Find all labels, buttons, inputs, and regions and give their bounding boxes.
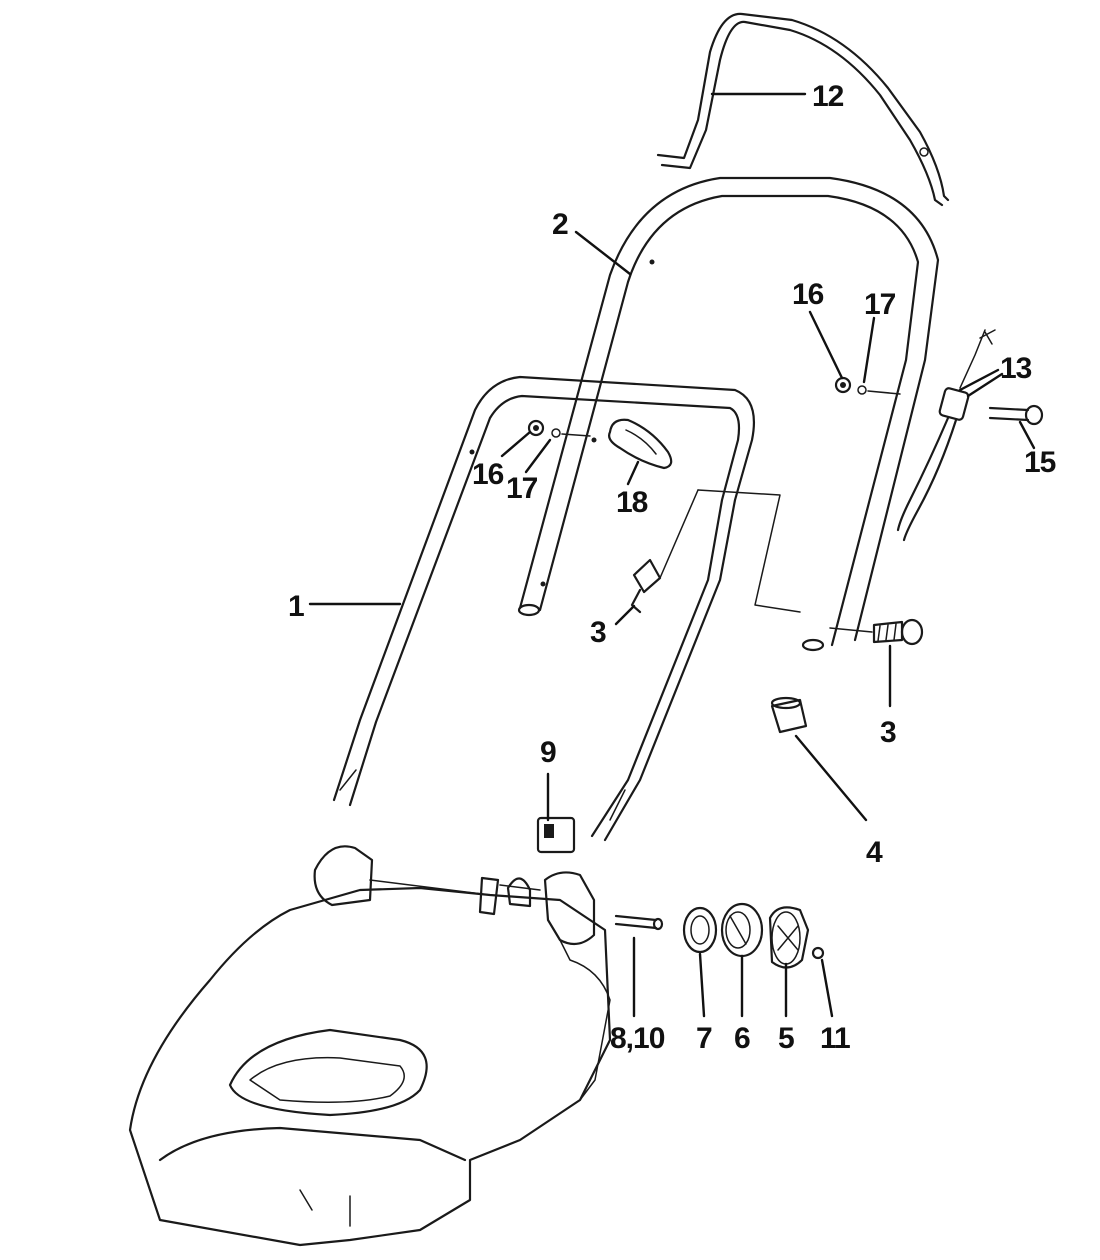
leader-lines bbox=[308, 92, 1036, 1018]
handle-sleeve-part bbox=[770, 696, 808, 734]
handle-knob-right-part bbox=[829, 618, 924, 646]
callout-16-right: 16 bbox=[792, 278, 824, 311]
axle-clip-part bbox=[536, 816, 576, 854]
callout-labels: 12 2 16 17 13 15 16 17 18 1 3 3 9 4 8,10… bbox=[288, 80, 1057, 1055]
callout-5: 5 bbox=[778, 1022, 794, 1055]
nut-and-washer-right bbox=[834, 376, 901, 395]
switch-bolt-part bbox=[988, 404, 1044, 426]
wheel-washer-part bbox=[682, 906, 718, 954]
mower-deck bbox=[128, 845, 612, 1247]
callout-6: 6 bbox=[734, 1022, 750, 1055]
callout-3-left: 3 bbox=[590, 616, 606, 649]
callout-7: 7 bbox=[696, 1022, 712, 1055]
callout-3-right: 3 bbox=[880, 716, 896, 749]
callout-18: 18 bbox=[616, 486, 648, 519]
callout-8-10: 8,10 bbox=[610, 1022, 665, 1055]
switch-box-part bbox=[896, 329, 996, 542]
lower-handle-part bbox=[332, 375, 756, 842]
callout-17-right: 17 bbox=[864, 288, 896, 321]
axle-pin-part bbox=[614, 914, 664, 931]
callout-11: 11 bbox=[820, 1022, 850, 1055]
callout-4: 4 bbox=[866, 836, 883, 869]
callout-17-left: 17 bbox=[506, 472, 538, 505]
handle-lock-left-part bbox=[630, 489, 801, 614]
callout-12: 12 bbox=[812, 80, 844, 113]
callout-2: 2 bbox=[552, 208, 568, 241]
callout-1: 1 bbox=[288, 590, 304, 623]
nut-and-washer-left bbox=[527, 419, 591, 438]
cable-clip-part bbox=[608, 418, 673, 470]
callout-9: 9 bbox=[540, 736, 556, 769]
wheel-hub-part bbox=[720, 902, 764, 958]
callout-16-left: 16 bbox=[472, 458, 504, 491]
wheel-part bbox=[768, 906, 810, 969]
top-handle-bar-part bbox=[656, 12, 950, 207]
callout-13: 13 bbox=[1000, 352, 1032, 385]
wheel-nut-part bbox=[811, 946, 825, 960]
upper-handle-part bbox=[517, 176, 940, 652]
callout-15: 15 bbox=[1024, 446, 1056, 479]
